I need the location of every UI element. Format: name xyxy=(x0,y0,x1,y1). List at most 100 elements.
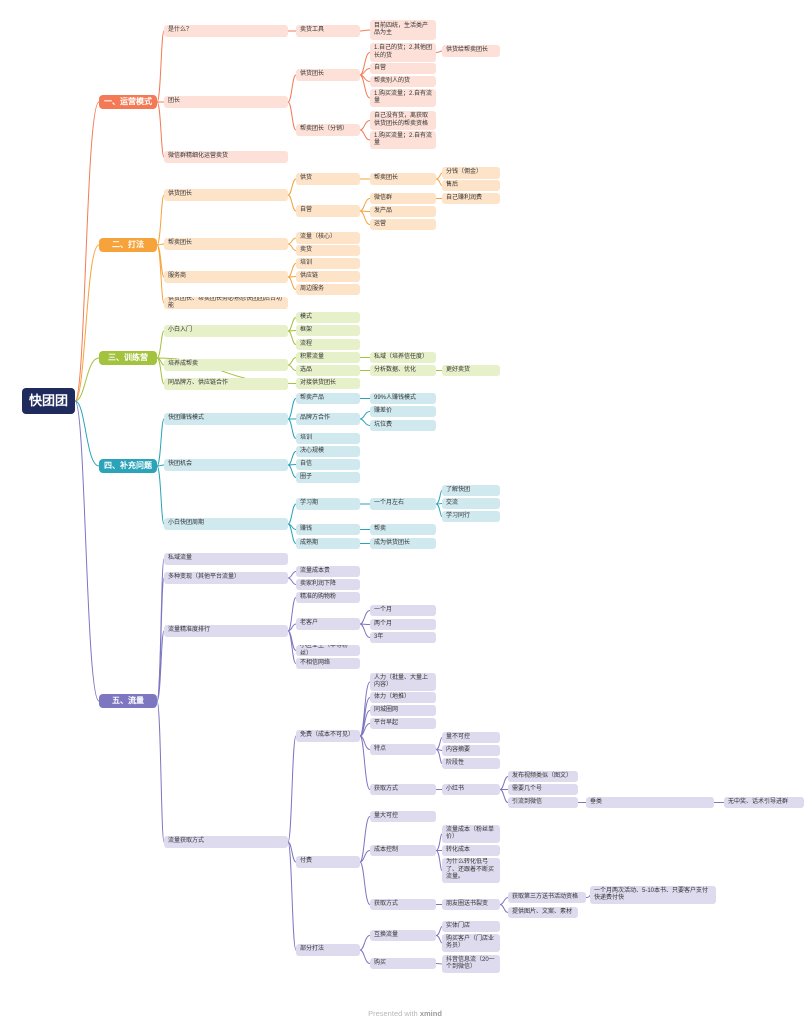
topic-node[interactable]: 体力（地推） xyxy=(370,692,436,703)
topic-node[interactable]: 模式 xyxy=(296,312,360,323)
topic-node[interactable]: 小红书 xyxy=(442,784,500,795)
topic-node[interactable]: 供货团长、帮卖团长务必熟悉快团团后台功能 xyxy=(164,297,288,309)
topic-node[interactable]: 不相信网络 xyxy=(296,658,360,669)
topic-node[interactable]: 朋友圈送书裂变 xyxy=(442,899,500,910)
branch-topic-1[interactable]: 一、运营模式 xyxy=(99,95,157,109)
topic-node[interactable]: 精准的购物粉 xyxy=(296,592,360,603)
topic-node[interactable]: 为什么转化低弓了、还跟着不断买流量。 xyxy=(442,858,500,883)
topic-node[interactable]: 分钱（佣金） xyxy=(442,167,500,179)
topic-node[interactable]: 私域流量 xyxy=(164,553,288,565)
topic-node[interactable]: 赚差价 xyxy=(370,406,436,417)
topic-node[interactable]: 引流到微信 xyxy=(508,797,578,808)
topic-node[interactable]: 转化成本 xyxy=(442,845,500,856)
topic-node[interactable]: 交流 xyxy=(442,498,500,509)
topic-node[interactable]: 获取方式 xyxy=(370,899,436,910)
topic-node[interactable]: 了解快团 xyxy=(442,485,500,496)
topic-node[interactable]: 快团机会 xyxy=(164,459,288,471)
topic-node[interactable]: 小区业主（中等粉丝） xyxy=(296,645,360,656)
topic-node[interactable]: 卖货工具 xyxy=(296,25,360,37)
topic-node[interactable]: 供货 xyxy=(296,173,360,185)
topic-node[interactable]: 量大可控 xyxy=(370,811,436,822)
root-topic[interactable]: 快团团 xyxy=(22,388,75,414)
topic-node[interactable]: 获取第三方送书活动资格 xyxy=(508,892,586,903)
topic-node[interactable]: 特点 xyxy=(370,744,436,755)
topic-node[interactable]: 无中奖、话术引导进群 xyxy=(724,797,804,808)
topic-node[interactable]: 1.自己的货；2.其他团长的货 xyxy=(370,43,436,62)
topic-node[interactable]: 提供图片、文案、素材 xyxy=(508,907,578,918)
topic-node[interactable]: 免费（成本不可见） xyxy=(296,730,360,742)
topic-node[interactable]: 购买客户（门店业务员） xyxy=(442,934,500,952)
topic-node[interactable]: 供货团长 xyxy=(164,189,288,201)
topic-node[interactable]: 供货团长 xyxy=(296,69,360,81)
topic-node[interactable]: 实体门店 xyxy=(442,921,500,932)
topic-node[interactable]: 帮卖团长 xyxy=(164,238,288,250)
topic-node[interactable]: 自营 xyxy=(370,63,436,74)
topic-node[interactable]: 快团赚钱模式 xyxy=(164,413,288,425)
topic-node[interactable]: 自信 xyxy=(296,459,360,470)
branch-topic-4[interactable]: 四、补充问题 xyxy=(99,459,157,473)
topic-node[interactable]: 需要几个号 xyxy=(508,784,578,795)
topic-node[interactable]: 更好卖货 xyxy=(442,365,500,376)
topic-node[interactable]: 付费 xyxy=(296,856,360,868)
topic-node[interactable]: 售后 xyxy=(442,180,500,191)
topic-node[interactable]: 内容摘要 xyxy=(442,745,500,756)
topic-node[interactable]: 多种变现（其他平台流量） xyxy=(164,572,288,584)
topic-node[interactable]: 一个月两次活动、5-10本书、只要客户支付快递费付快 xyxy=(590,886,716,904)
topic-node[interactable]: 成为供货团长 xyxy=(370,538,436,549)
topic-node[interactable]: 流量获取方式 xyxy=(164,836,288,848)
topic-node[interactable]: 垂类 xyxy=(586,797,714,808)
topic-node[interactable]: 目前四统，生活类产品为主 xyxy=(370,20,436,40)
topic-node[interactable]: 培训 xyxy=(296,258,360,269)
topic-node[interactable]: 1.购买流量；2.自有流量 xyxy=(370,89,436,107)
topic-node[interactable]: 成熟期 xyxy=(296,538,360,549)
topic-node[interactable]: 一个月 xyxy=(370,605,436,616)
topic-node[interactable]: 卖货 xyxy=(296,245,360,256)
topic-node[interactable]: 品牌方合作 xyxy=(296,413,360,425)
topic-node[interactable]: 卖家利润下降 xyxy=(296,579,360,590)
topic-node[interactable]: 分析数据、优化 xyxy=(370,365,436,376)
branch-topic-2[interactable]: 二、打法 xyxy=(99,238,157,252)
topic-node[interactable]: 流量（核心） xyxy=(296,232,360,244)
topic-node[interactable]: 小白入门 xyxy=(164,325,288,337)
topic-node[interactable]: 帮卖产品 xyxy=(296,393,360,404)
topic-node[interactable]: 一个月左右 xyxy=(370,498,436,510)
topic-node[interactable]: 学习同行 xyxy=(442,511,500,522)
topic-node[interactable]: 微信群 xyxy=(370,193,436,204)
topic-node[interactable]: 学习期 xyxy=(296,498,360,510)
topic-node[interactable]: 帮卖 xyxy=(370,524,436,535)
topic-node[interactable]: 框架 xyxy=(296,325,360,336)
topic-node[interactable]: 帮卖别人的货 xyxy=(370,76,436,87)
topic-node[interactable]: 运营 xyxy=(370,219,436,230)
topic-node[interactable]: 是什么？ xyxy=(164,25,288,37)
topic-node[interactable]: 团长 xyxy=(164,96,288,108)
topic-node[interactable]: 3年 xyxy=(370,632,436,643)
topic-node[interactable]: 培养成帮卖 xyxy=(164,359,288,371)
topic-node[interactable]: 抖音信息流（20一个到微信） xyxy=(442,955,500,973)
topic-node[interactable]: 量不可控 xyxy=(442,732,500,743)
topic-node[interactable]: 赚钱 xyxy=(296,524,360,535)
topic-node[interactable]: 流量成本贵 xyxy=(296,566,360,577)
topic-node[interactable]: 两个月 xyxy=(370,619,436,630)
topic-node[interactable]: 对接供货团长 xyxy=(296,378,360,389)
topic-node[interactable]: 周边服务 xyxy=(296,284,360,295)
topic-node[interactable]: 微信群精细化运营卖货 xyxy=(164,151,288,163)
topic-node[interactable]: 成本控制 xyxy=(370,845,436,856)
topic-node[interactable]: 圈子 xyxy=(296,472,360,483)
topic-node[interactable]: 阶段性 xyxy=(442,758,500,769)
topic-node[interactable]: 流量成本（粉丝单价） xyxy=(442,825,500,843)
topic-node[interactable]: 流量精准度排行 xyxy=(164,625,288,637)
topic-node[interactable]: 发布视频类似（图文） xyxy=(508,771,578,782)
topic-node[interactable]: 培训 xyxy=(296,433,360,444)
branch-topic-3[interactable]: 三、训练营 xyxy=(99,351,157,365)
topic-node[interactable]: 自营 xyxy=(296,205,360,217)
topic-node[interactable]: 1.购买流量；2.自有流量 xyxy=(370,131,436,149)
topic-node[interactable]: 流程 xyxy=(296,339,360,350)
topic-node[interactable]: 坑位费 xyxy=(370,420,436,431)
topic-node[interactable]: 发产品 xyxy=(370,206,436,217)
topic-node[interactable]: 服务商 xyxy=(164,271,288,283)
topic-node[interactable]: 自己没有货，离获取供货团长的帮卖资格 xyxy=(370,111,436,130)
topic-node[interactable]: 同城圈网 xyxy=(370,705,436,716)
topic-node[interactable]: 人力（批量、大量上内容） xyxy=(370,673,436,691)
topic-node[interactable]: 自己赚利润费 xyxy=(442,193,500,204)
topic-node[interactable]: 99%人赚钱模式 xyxy=(370,393,436,404)
